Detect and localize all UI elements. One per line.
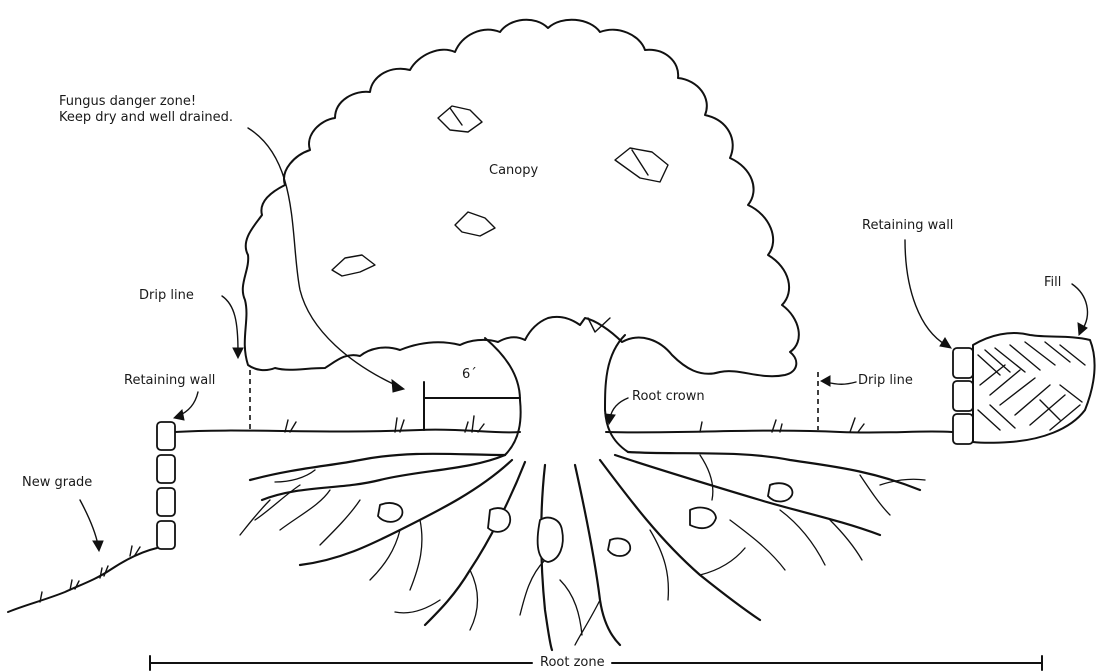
fill-label: Fill — [1044, 275, 1061, 291]
canopy-gap — [332, 255, 375, 276]
trunk-right-edge — [605, 335, 628, 452]
drip-line-right-label: Drip line — [858, 373, 913, 389]
fungus-warning-line-2: Keep dry and well drained. — [59, 110, 233, 126]
new-grade-label: New grade — [22, 475, 92, 491]
soil-stone — [768, 483, 792, 501]
fungus-arrowhead — [392, 380, 404, 392]
ground-line — [175, 430, 520, 433]
retaining-wall-left-label: Retaining wall — [124, 373, 215, 389]
new-grade-arrowhead — [93, 541, 103, 551]
root-zone-label: Root zone — [540, 655, 605, 671]
new-grade-arrow — [80, 500, 98, 545]
retaining-wall-right-stones — [953, 348, 973, 444]
six-foot-label: 6´ — [462, 367, 477, 383]
canopy-gap — [615, 148, 668, 182]
soil-stone — [538, 518, 563, 562]
ground-line — [606, 431, 952, 433]
retaining-wall-right-arrow — [905, 240, 946, 345]
fungus-warning-line-1: Fungus danger zone! — [59, 94, 196, 110]
drip-line-left-arrowhead — [233, 348, 243, 358]
trunk-left-edge — [485, 338, 521, 455]
grass-tufts — [285, 416, 864, 432]
retaining-wall-left-arrowhead — [174, 410, 184, 420]
soil-stone — [608, 538, 630, 556]
canopy-label: Canopy — [489, 163, 538, 179]
root-crown-label: Root crown — [632, 389, 705, 405]
new-grade-grass — [40, 546, 140, 602]
fill-arrow — [1072, 284, 1087, 330]
retaining-wall-left-stones — [157, 422, 175, 549]
drip-line-left-label: Drip line — [139, 288, 194, 304]
canopy-gap — [438, 106, 482, 132]
canopy-gap — [455, 212, 495, 236]
soil-stone — [488, 508, 510, 532]
soil-stone — [690, 508, 716, 529]
new-grade-slope — [8, 548, 157, 612]
retaining-wall-right-label: Retaining wall — [862, 218, 953, 234]
root-system — [240, 452, 925, 650]
canopy-outline — [243, 20, 799, 377]
drip-line-left-arrow — [222, 296, 238, 352]
fill-pile-texture — [978, 342, 1085, 430]
drip-line-right-arrowhead — [821, 376, 830, 386]
soil-stone — [378, 503, 402, 522]
retaining-wall-right-arrowhead — [940, 338, 951, 348]
fill-arrowhead — [1078, 323, 1087, 335]
